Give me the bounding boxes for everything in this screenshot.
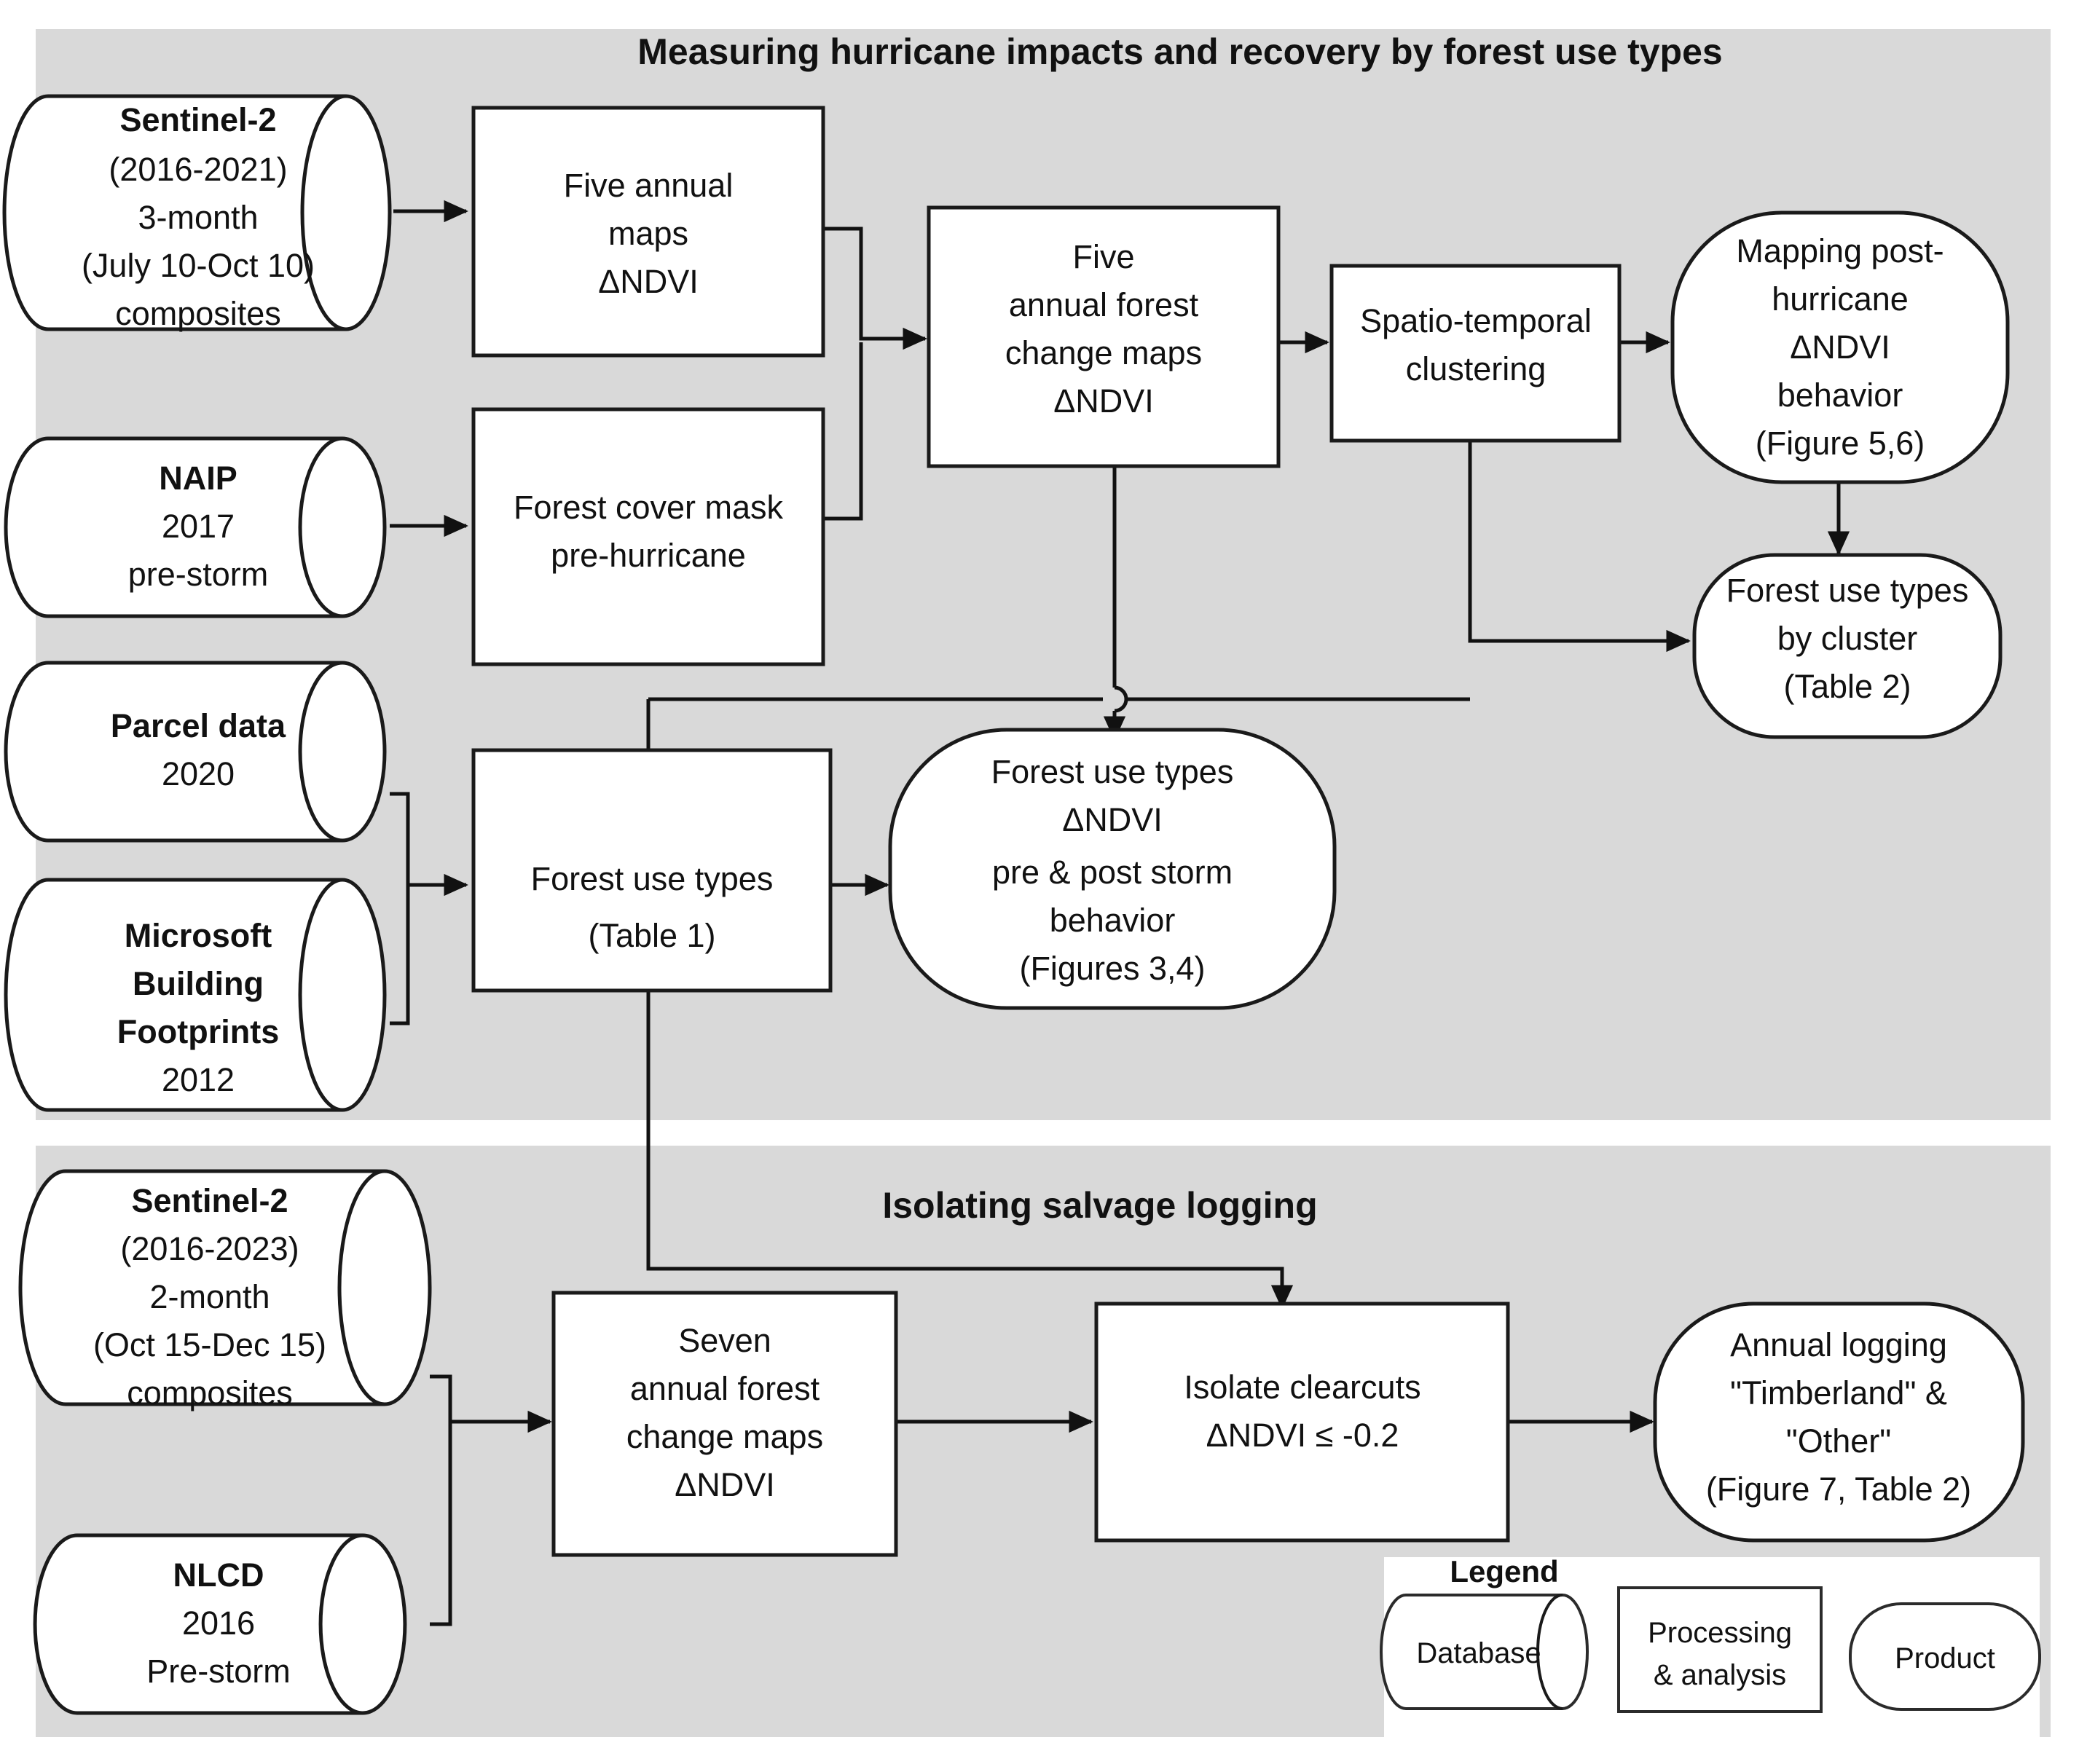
node-label: Spatio-temporal bbox=[1360, 302, 1592, 339]
edge-fiveannualmaps-to-fivechangemaps bbox=[823, 227, 927, 350]
node-label: Annual logging bbox=[1730, 1326, 1947, 1363]
node-five-annual-maps[interactable]: Five annual maps ΔNDVI bbox=[471, 106, 825, 358]
node-nlcd[interactable]: NLCD 2016 Pre-storm bbox=[33, 1533, 407, 1715]
node-label: Forest use types bbox=[531, 860, 774, 897]
node-label: composites bbox=[127, 1374, 293, 1411]
node-label: Sentinel-2 bbox=[131, 1182, 288, 1219]
node-label: (Figure 7, Table 2) bbox=[1706, 1470, 1971, 1508]
node-label: (July 10-Oct 10) bbox=[82, 247, 315, 284]
node-label: "Timberland" & bbox=[1730, 1374, 1947, 1411]
node-label: (Figures 3,4) bbox=[1019, 950, 1205, 987]
node-mapping-post-hurricane-behavior[interactable]: Mapping post- hurricane ΔNDVI behavior (… bbox=[1670, 210, 2010, 484]
node-isolate-clearcuts[interactable]: Isolate clearcuts ΔNDVI ≤ -0.2 bbox=[1094, 1302, 1510, 1543]
node-label: ΔNDVI bbox=[1062, 801, 1163, 838]
node-label: NAIP bbox=[159, 460, 237, 497]
panel-top-title: Measuring hurricane impacts and recovery… bbox=[637, 31, 1722, 72]
node-label: pre & post storm bbox=[992, 854, 1233, 891]
node-label: Parcel data bbox=[111, 707, 286, 744]
node-label: pre-hurricane bbox=[551, 537, 746, 574]
node-label: ΔNDVI bbox=[1053, 382, 1154, 420]
node-label: (Table 2) bbox=[1783, 668, 1911, 705]
node-seven-annual-forest-change-maps[interactable]: Seven annual forest change maps ΔNDVI bbox=[551, 1291, 898, 1557]
node-spatio-temporal-clustering[interactable]: Spatio-temporal clustering bbox=[1329, 264, 1622, 443]
node-parcel-data[interactable]: Parcel data 2020 bbox=[4, 661, 387, 843]
node-sentinel2-bottom[interactable]: Sentinel-2 (2016-2023) 2-month (Oct 15-D… bbox=[18, 1169, 432, 1411]
node-label: 2012 bbox=[162, 1061, 235, 1098]
node-label: 2-month bbox=[149, 1278, 270, 1315]
node-label: NLCD bbox=[173, 1556, 264, 1594]
edge-spatioclustering-to-typesbycluster bbox=[1468, 440, 1691, 653]
node-label: behavior bbox=[1777, 377, 1903, 414]
node-sentinel2-top[interactable]: Sentinel-2 (2016-2021) 3-month (July 10-… bbox=[2, 94, 392, 332]
node-label: maps bbox=[608, 215, 688, 252]
node-label: composites bbox=[115, 295, 281, 332]
edge-parcel-msbf-to-forestusetypes bbox=[390, 792, 468, 1025]
legend-label: Database bbox=[1416, 1637, 1541, 1669]
node-label: (Figure 5,6) bbox=[1756, 425, 1925, 462]
node-forest-use-types-by-cluster[interactable]: Forest use types by cluster (Table 2) bbox=[1692, 553, 2003, 739]
node-annual-logging[interactable]: Annual logging "Timberland" & "Other" (F… bbox=[1653, 1302, 2025, 1543]
node-label: Sentinel-2 bbox=[119, 101, 276, 138]
node-label: Building bbox=[133, 965, 264, 1002]
node-label: Forest use types bbox=[1726, 572, 1969, 609]
node-label: (2016-2023) bbox=[120, 1230, 299, 1267]
legend-label: Processing bbox=[1648, 1617, 1792, 1649]
node-label: annual forest bbox=[1009, 286, 1199, 323]
node-label: ΔNDVI bbox=[1790, 328, 1890, 366]
node-label: Five annual bbox=[564, 167, 734, 204]
node-label: Microsoft bbox=[125, 917, 272, 954]
node-label: (2016-2021) bbox=[109, 151, 287, 188]
legend-title: Legend bbox=[1450, 1554, 1558, 1588]
legend-label: & analysis bbox=[1654, 1659, 1786, 1691]
node-forest-use-types[interactable]: Forest use types (Table 1) bbox=[471, 748, 833, 993]
node-label: Seven bbox=[678, 1322, 771, 1359]
node-microsoft-building-footprints[interactable]: Microsoft Building Footprints 2012 bbox=[4, 878, 387, 1112]
node-label: ΔNDVI bbox=[598, 263, 699, 300]
node-label: pre-storm bbox=[128, 556, 269, 593]
node-label: 2017 bbox=[162, 508, 235, 545]
legend-label: Product bbox=[1895, 1642, 1995, 1674]
node-label: (Oct 15-Dec 15) bbox=[93, 1326, 326, 1363]
legend-item-database: Database bbox=[1380, 1594, 1589, 1710]
node-label: hurricane bbox=[1772, 280, 1909, 318]
node-label: ΔNDVI bbox=[675, 1466, 775, 1503]
node-label: (Table 1) bbox=[588, 917, 715, 954]
node-label: by cluster bbox=[1777, 620, 1918, 657]
node-label: behavior bbox=[1050, 902, 1176, 939]
node-naip[interactable]: NAIP 2017 pre-storm bbox=[4, 436, 387, 618]
node-five-annual-forest-change-maps[interactable]: Five annual forest change maps ΔNDVI bbox=[927, 205, 1281, 468]
node-forest-cover-mask[interactable]: Forest cover mask pre-hurricane bbox=[471, 407, 825, 666]
node-label: Five bbox=[1072, 238, 1134, 275]
legend: Legend Database Processing & analysis Pr… bbox=[1380, 1554, 2041, 1745]
node-label: Pre-storm bbox=[146, 1653, 291, 1690]
node-label: Footprints bbox=[117, 1013, 279, 1050]
node-label: "Other" bbox=[1786, 1422, 1892, 1460]
edge-forestusetypes-to-isolateclearcuts bbox=[646, 991, 1294, 1310]
node-label: annual forest bbox=[630, 1370, 820, 1407]
node-label: change maps bbox=[626, 1418, 823, 1455]
node-forest-use-types-pre-post-storm[interactable]: Forest use types ΔNDVI pre & post storm … bbox=[888, 728, 1337, 1010]
node-label: Forest cover mask bbox=[514, 489, 784, 526]
node-label: 2016 bbox=[182, 1604, 255, 1642]
node-label: ΔNDVI ≤ -0.2 bbox=[1206, 1417, 1399, 1454]
panel-bottom-title: Isolating salvage logging bbox=[882, 1185, 1317, 1226]
node-label: Forest use types bbox=[991, 753, 1234, 790]
node-label: Isolate clearcuts bbox=[1184, 1369, 1420, 1406]
node-label: change maps bbox=[1005, 334, 1202, 371]
node-label: 3-month bbox=[138, 199, 258, 236]
node-label: 2020 bbox=[162, 755, 235, 792]
legend-item-process: Processing & analysis bbox=[1617, 1586, 1823, 1713]
legend-item-product: Product bbox=[1849, 1602, 2041, 1711]
node-label: Mapping post- bbox=[1736, 232, 1944, 269]
edge-forestcovermask-to-fivechangemaps bbox=[823, 342, 863, 521]
node-label: clustering bbox=[1406, 350, 1547, 387]
edge-sentinel2bottom-nlcd-to-sevenchangemaps bbox=[430, 1374, 552, 1626]
